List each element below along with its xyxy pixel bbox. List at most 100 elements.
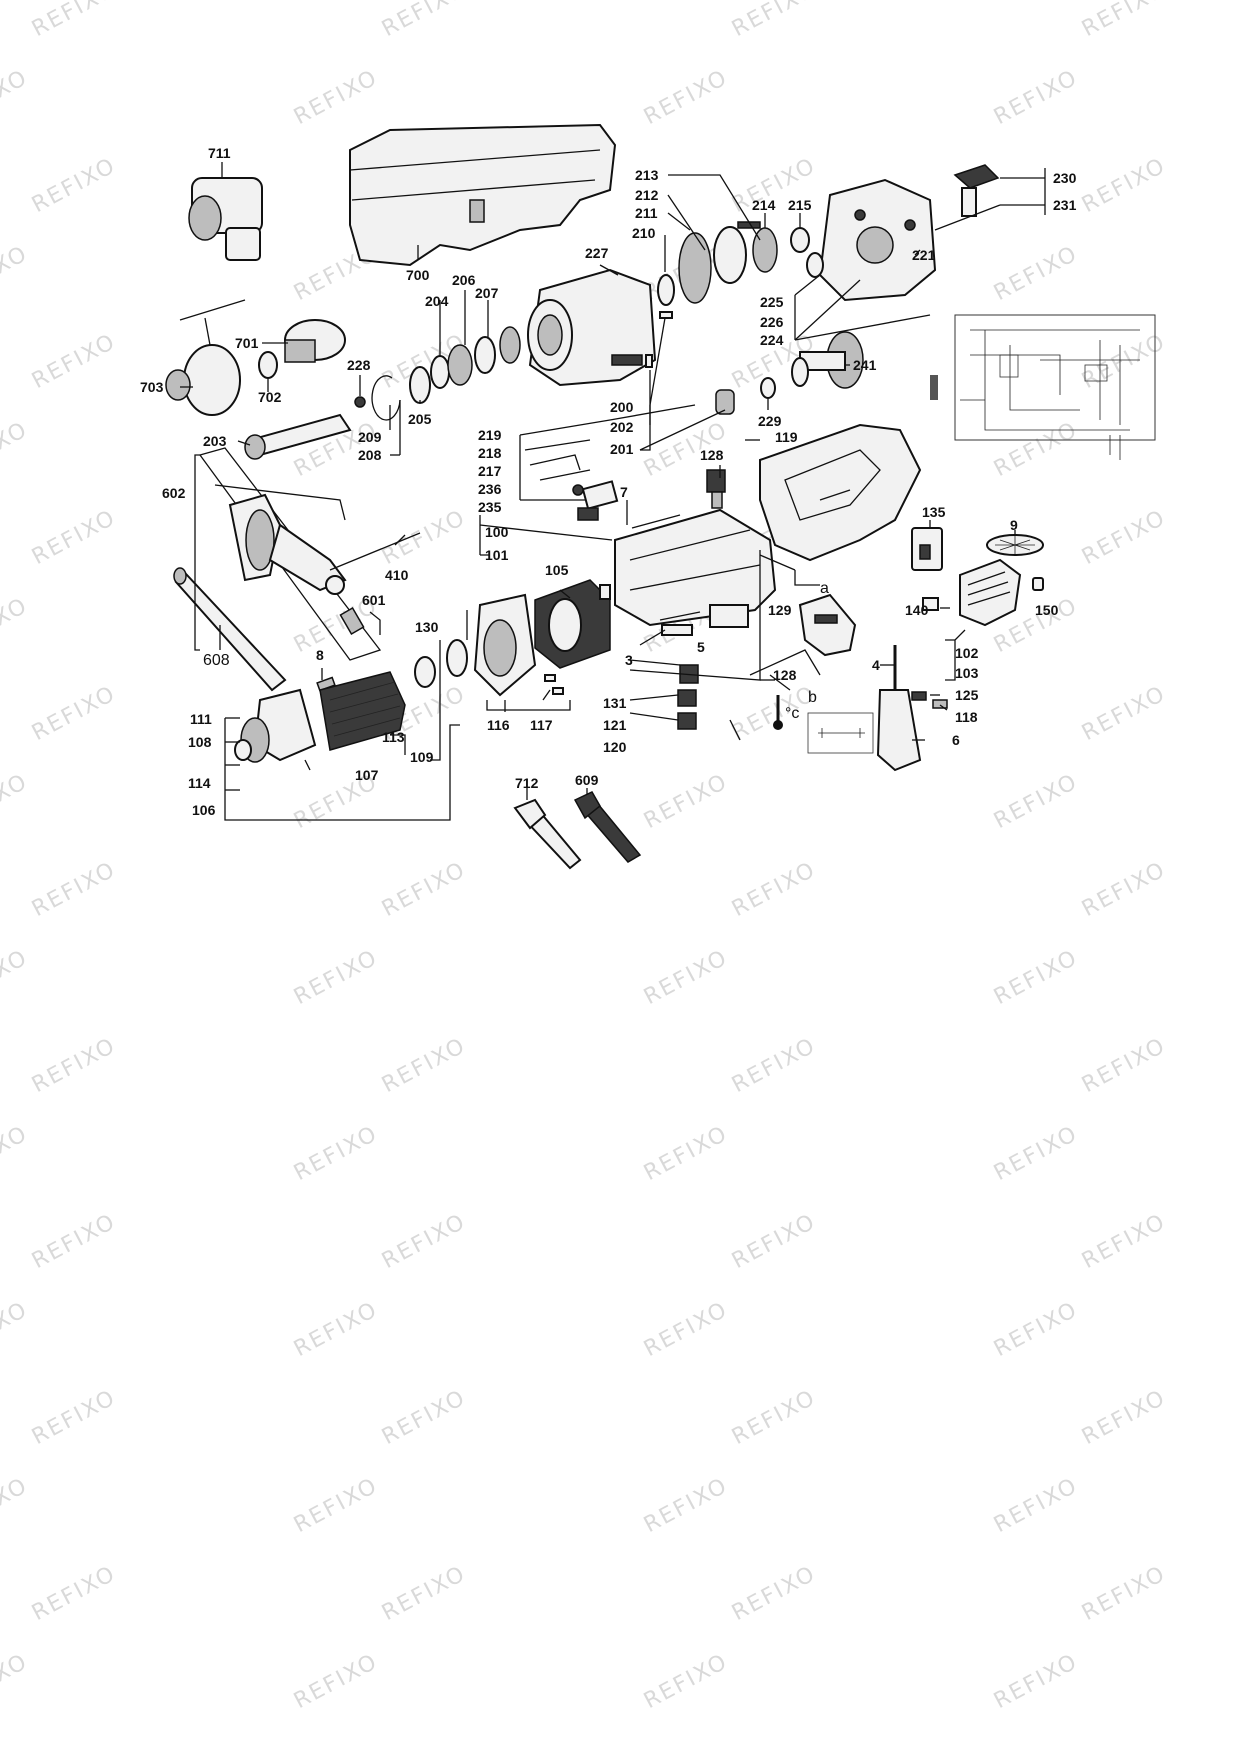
label-9: 9	[1010, 517, 1018, 533]
label-129: 129	[768, 602, 792, 618]
label-117: 117	[530, 717, 553, 733]
label-203: 203	[203, 433, 227, 449]
label-150: 150	[1035, 602, 1059, 618]
label-207: 207	[475, 285, 499, 301]
label-103: 103	[955, 665, 979, 681]
quick-change-chuck-711	[188, 177, 263, 261]
label-601: 601	[362, 592, 386, 608]
label-100: 100	[485, 524, 509, 540]
label-208: 208	[358, 447, 382, 463]
label-206: 206	[452, 272, 476, 288]
armature-107	[253, 656, 436, 762]
cap-150	[1032, 577, 1044, 591]
label-241: 241	[853, 357, 877, 373]
label-114: 114	[188, 775, 211, 791]
label-219: 219	[478, 427, 502, 443]
label-111: 111	[190, 711, 212, 727]
extension-tube-608	[173, 567, 287, 692]
label-b: b	[808, 689, 817, 706]
label-116: 116	[487, 717, 510, 733]
chuck-adapter-701	[284, 319, 346, 363]
label-degrees-c: °c	[785, 705, 799, 722]
label-119: 119	[775, 429, 798, 445]
label-225: 225	[760, 294, 784, 310]
label-213: 213	[635, 167, 659, 183]
label-703: 703	[140, 379, 164, 395]
field-coil-105	[534, 579, 611, 669]
label-202: 202	[610, 419, 634, 435]
label-209: 209	[358, 429, 382, 445]
power-cable-4-6	[876, 645, 922, 772]
depth-stop-410	[329, 532, 421, 571]
label-609: 609	[575, 772, 599, 788]
label-215: 215	[788, 197, 812, 213]
gearbox-cover-221	[818, 178, 937, 302]
label-218: 218	[478, 445, 502, 461]
label-113: 113	[382, 729, 405, 745]
linkage-217-236	[524, 439, 619, 521]
label-4: 4	[872, 657, 880, 673]
gear-selector-230-231	[953, 164, 1000, 217]
label-3: 3	[625, 652, 633, 668]
label-230: 230	[1053, 170, 1077, 186]
label-5: 5	[697, 639, 705, 655]
thermometer-icon	[773, 695, 783, 730]
o-ring-702	[258, 351, 278, 379]
handle-shell-102-103	[959, 558, 1022, 627]
gear-set-210-214	[657, 221, 810, 306]
label-120: 120	[603, 739, 627, 755]
label-701: 701	[235, 335, 259, 351]
label-217: 217	[478, 463, 502, 479]
label-140: 140	[905, 602, 929, 618]
label-125: 125	[955, 687, 979, 703]
dimension-sketch	[807, 712, 874, 754]
label-711: 711	[208, 145, 231, 161]
label-210: 210	[632, 225, 656, 241]
drill-chuck-703	[165, 299, 246, 416]
label-107: 107	[355, 767, 379, 783]
label-212: 212	[635, 187, 659, 203]
bearing-130	[446, 639, 468, 677]
label-211: 211	[635, 205, 658, 221]
label-106: 106	[192, 802, 216, 818]
nut-114	[234, 739, 252, 761]
bearing-plate-116	[473, 593, 537, 697]
label-118: 118	[955, 709, 978, 725]
ball-228	[354, 396, 366, 408]
brush-ring-129	[798, 593, 857, 657]
label-102: 102	[955, 645, 979, 661]
label-7: 7	[620, 484, 628, 500]
screw-7	[631, 514, 681, 529]
part-140	[922, 597, 939, 611]
label-8: 8	[316, 647, 324, 663]
label-712: 712	[515, 775, 539, 791]
label-205: 205	[408, 411, 432, 427]
intermediate-gear-241	[791, 331, 864, 389]
label-a: a	[820, 580, 829, 597]
part-labels: 711 700 701 702 703 228 209 208 205 204 …	[140, 145, 1077, 818]
label-128-top: 128	[700, 447, 724, 463]
pins-200-202	[645, 311, 735, 415]
label-228: 228	[347, 357, 371, 373]
side-handle-602	[198, 447, 382, 661]
label-602: 602	[162, 485, 186, 501]
bearing-224-226	[806, 252, 824, 278]
bearing-stack-204-207	[409, 326, 521, 404]
wrench-712	[513, 798, 582, 870]
wrench-609	[573, 791, 642, 863]
wiring-schematic	[930, 314, 1156, 460]
label-700: 700	[406, 267, 430, 283]
side-knob-9	[986, 534, 1044, 556]
bolt-601	[339, 606, 365, 636]
label-235: 235	[478, 499, 502, 515]
label-200: 200	[610, 399, 634, 415]
label-221: 221	[912, 247, 936, 263]
spindle-203	[244, 413, 352, 460]
circlip-209	[371, 375, 401, 421]
label-128-bottom: 128	[773, 667, 797, 683]
rating-plate-5	[709, 604, 749, 628]
label-109: 109	[410, 749, 434, 765]
label-231: 231	[1053, 197, 1077, 213]
